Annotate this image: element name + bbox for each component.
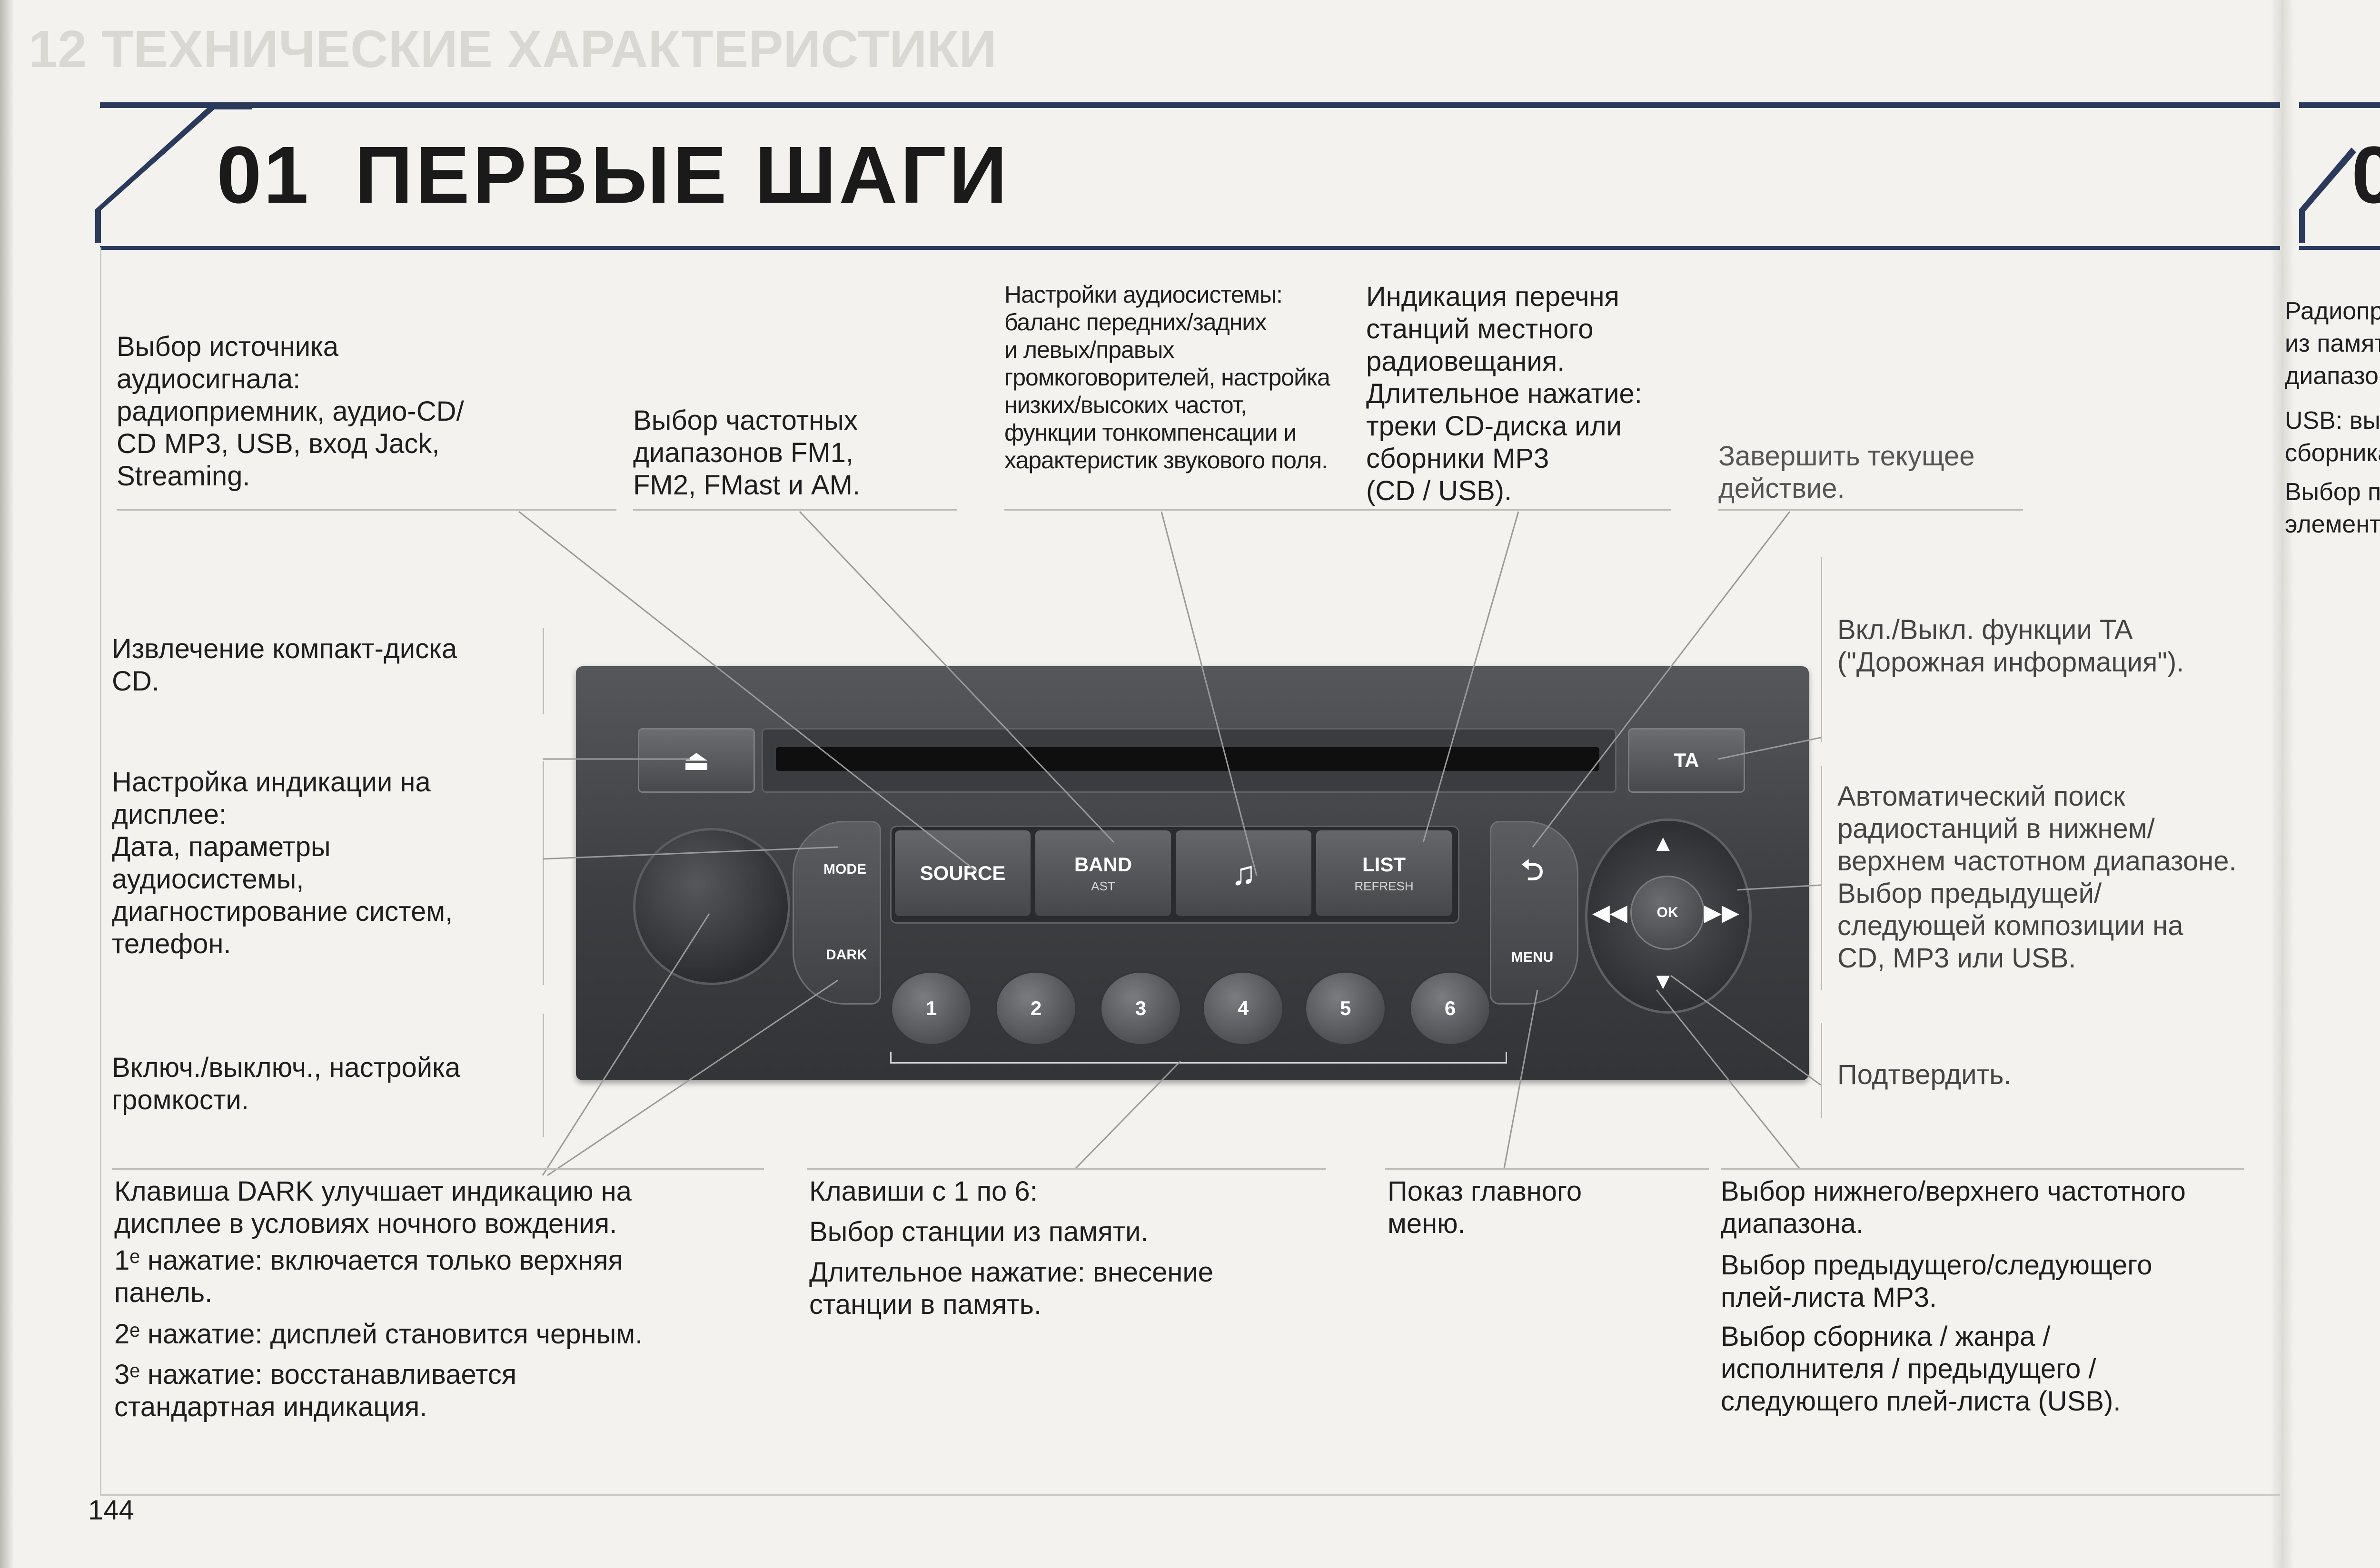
vrule-left-1 [543, 628, 544, 714]
mode-button[interactable]: MODE [823, 861, 866, 877]
source-button[interactable]: SOURCE [895, 830, 1031, 916]
back-icon[interactable]: ⮌ [1521, 854, 1544, 886]
next-chapter-number: 02 [2351, 130, 2380, 220]
rule-band [633, 509, 957, 511]
list-button-label: LIST [1362, 853, 1406, 876]
label-presets-select: Выбор станции из памяти. [809, 1216, 1149, 1247]
label-eject: Извлечение компакт-диска CD. [112, 633, 457, 697]
next-banner-slant [2299, 148, 2356, 243]
band-button-sublabel: AST [1091, 878, 1115, 893]
next-page-line-4: USB: выбо [2285, 407, 2380, 434]
cd-slot [776, 747, 1599, 771]
back-menu-rocker [1490, 821, 1578, 1005]
list-button[interactable]: LIST REFRESH [1316, 830, 1452, 916]
label-audio-settings: Настройки аудиосистемы: баланс передних/… [1004, 281, 1330, 473]
label-confirm: Подтвердить. [1837, 1059, 2012, 1090]
preset-1[interactable]: 1 [890, 971, 972, 1046]
label-presets-long: Длительное нажатие: внесение станции в п… [809, 1257, 1214, 1320]
next-page-line-5: сборника [2285, 439, 2380, 467]
chapter-title: ПЕРВЫЕ ШАГИ [355, 130, 1010, 220]
band-button[interactable]: BAND AST [1035, 830, 1171, 916]
ta-button-label: TA [1674, 749, 1699, 771]
label-dark-intro: Клавиша DARK улучшает индикацию на диспл… [114, 1176, 632, 1239]
label-dark-press-2: 2ᵉ нажатие: дисплей становится черным. [114, 1319, 643, 1350]
chapter-banner [100, 102, 2280, 250]
audio-settings-button[interactable]: ♫ [1176, 830, 1311, 916]
dark-button[interactable]: DARK [826, 947, 867, 963]
label-volume: Включ./выключ., настройка громкости. [112, 1052, 461, 1115]
preset-6[interactable]: 6 [1409, 971, 1491, 1046]
preset-2[interactable]: 2 [995, 971, 1077, 1046]
label-ta: Вкл./Выкл. функции TA ("Дорожная информа… [1837, 614, 2184, 678]
rule-source [117, 509, 616, 511]
band-button-label: BAND [1074, 853, 1132, 876]
vrule-right-3 [1821, 1023, 1822, 1118]
arrow-up-icon[interactable]: ▲ [1652, 831, 1675, 856]
next-page-line-3: диапазоне [2285, 362, 2380, 390]
eject-button[interactable]: ⏏ [638, 728, 755, 793]
vrule-left-2 [543, 761, 544, 985]
label-mode: Настройка индикации на дисплее: Дата, па… [112, 767, 453, 959]
ta-button[interactable]: TA [1628, 728, 1745, 793]
next-page-line-1: Радиоприе [2285, 297, 2380, 325]
page-number: 144 [88, 1495, 134, 1526]
label-updown-2: Выбор предыдущего/следующего плей-листа … [1721, 1250, 2152, 1313]
vrule-right-2 [1821, 766, 1822, 990]
bleed-through-title: 12 ТЕХНИЧЕСКИЕ ХАРАКТЕРИСТИКИ [29, 20, 997, 79]
label-updown-3: Выбор сборника / жанра / исполнителя / п… [1721, 1321, 2121, 1417]
arrow-down-icon[interactable]: ▼ [1652, 969, 1675, 994]
mode-dark-rocker [793, 821, 881, 1005]
page-gutter [2271, 0, 2294, 1568]
label-dark-press-1: 1ᵉ нажатие: включается только верхняя па… [114, 1245, 623, 1308]
preset-bracket [890, 1052, 1507, 1064]
label-dark-press-3: 3ᵉ нажатие: восстанавливается стандартна… [114, 1359, 517, 1422]
ok-button-label: OK [1656, 905, 1678, 920]
rule-back [1718, 509, 2023, 511]
list-button-sublabel: REFRESH [1354, 878, 1414, 893]
label-updown-1: Выбор нижнего/верхнего частотного диапаз… [1721, 1176, 2186, 1239]
chapter-number: 01 [217, 130, 311, 220]
rule-menu [1385, 1168, 1709, 1170]
label-presets-title: Клавиши с 1 по 6: [809, 1176, 1038, 1207]
content-frame-bottom [100, 1494, 2280, 1496]
rule-updown [1721, 1168, 2244, 1170]
eject-icon: ⏏ [683, 744, 710, 776]
label-source: Выбор источника аудиосигнала: радиоприем… [117, 331, 464, 492]
rule-audio-settings [1004, 509, 1376, 511]
menu-button[interactable]: MENU [1511, 949, 1554, 965]
music-note-icon: ♫ [1231, 855, 1256, 892]
next-page-line-6: Выбор пре [2285, 478, 2380, 506]
preset-5[interactable]: 5 [1304, 971, 1387, 1046]
vrule-left-3 [543, 1014, 544, 1137]
vrule-right-1 [1821, 557, 1822, 742]
next-page-line-2: из памяти [2285, 330, 2380, 357]
label-list: Индикация перечня станций местного радио… [1366, 281, 1642, 506]
content-frame-left [100, 247, 101, 1494]
seek-back-icon[interactable]: ◀◀ [1592, 900, 1627, 926]
ok-button[interactable]: OK [1630, 876, 1705, 950]
preset-3[interactable]: 3 [1100, 971, 1182, 1046]
preset-4[interactable]: 4 [1202, 971, 1284, 1046]
label-menu: Показ главного меню. [1388, 1176, 1582, 1239]
source-button-label: SOURCE [920, 862, 1006, 884]
next-page-line-7: элемента [2285, 511, 2380, 538]
rule-dark [112, 1168, 764, 1170]
seek-forward-icon[interactable]: ▶▶ [1704, 900, 1739, 926]
rule-list [1366, 509, 1671, 511]
label-band: Выбор частотных диапазонов FM1, FM2, FMa… [633, 405, 861, 501]
next-chapter-banner [2299, 102, 2380, 250]
page-edge-shadow [0, 0, 14, 1568]
label-back: Завершить текущее действие. [1718, 441, 1975, 504]
rule-presets [807, 1168, 1326, 1170]
label-auto-search: Автоматический поиск радиостанций в нижн… [1837, 781, 2237, 974]
